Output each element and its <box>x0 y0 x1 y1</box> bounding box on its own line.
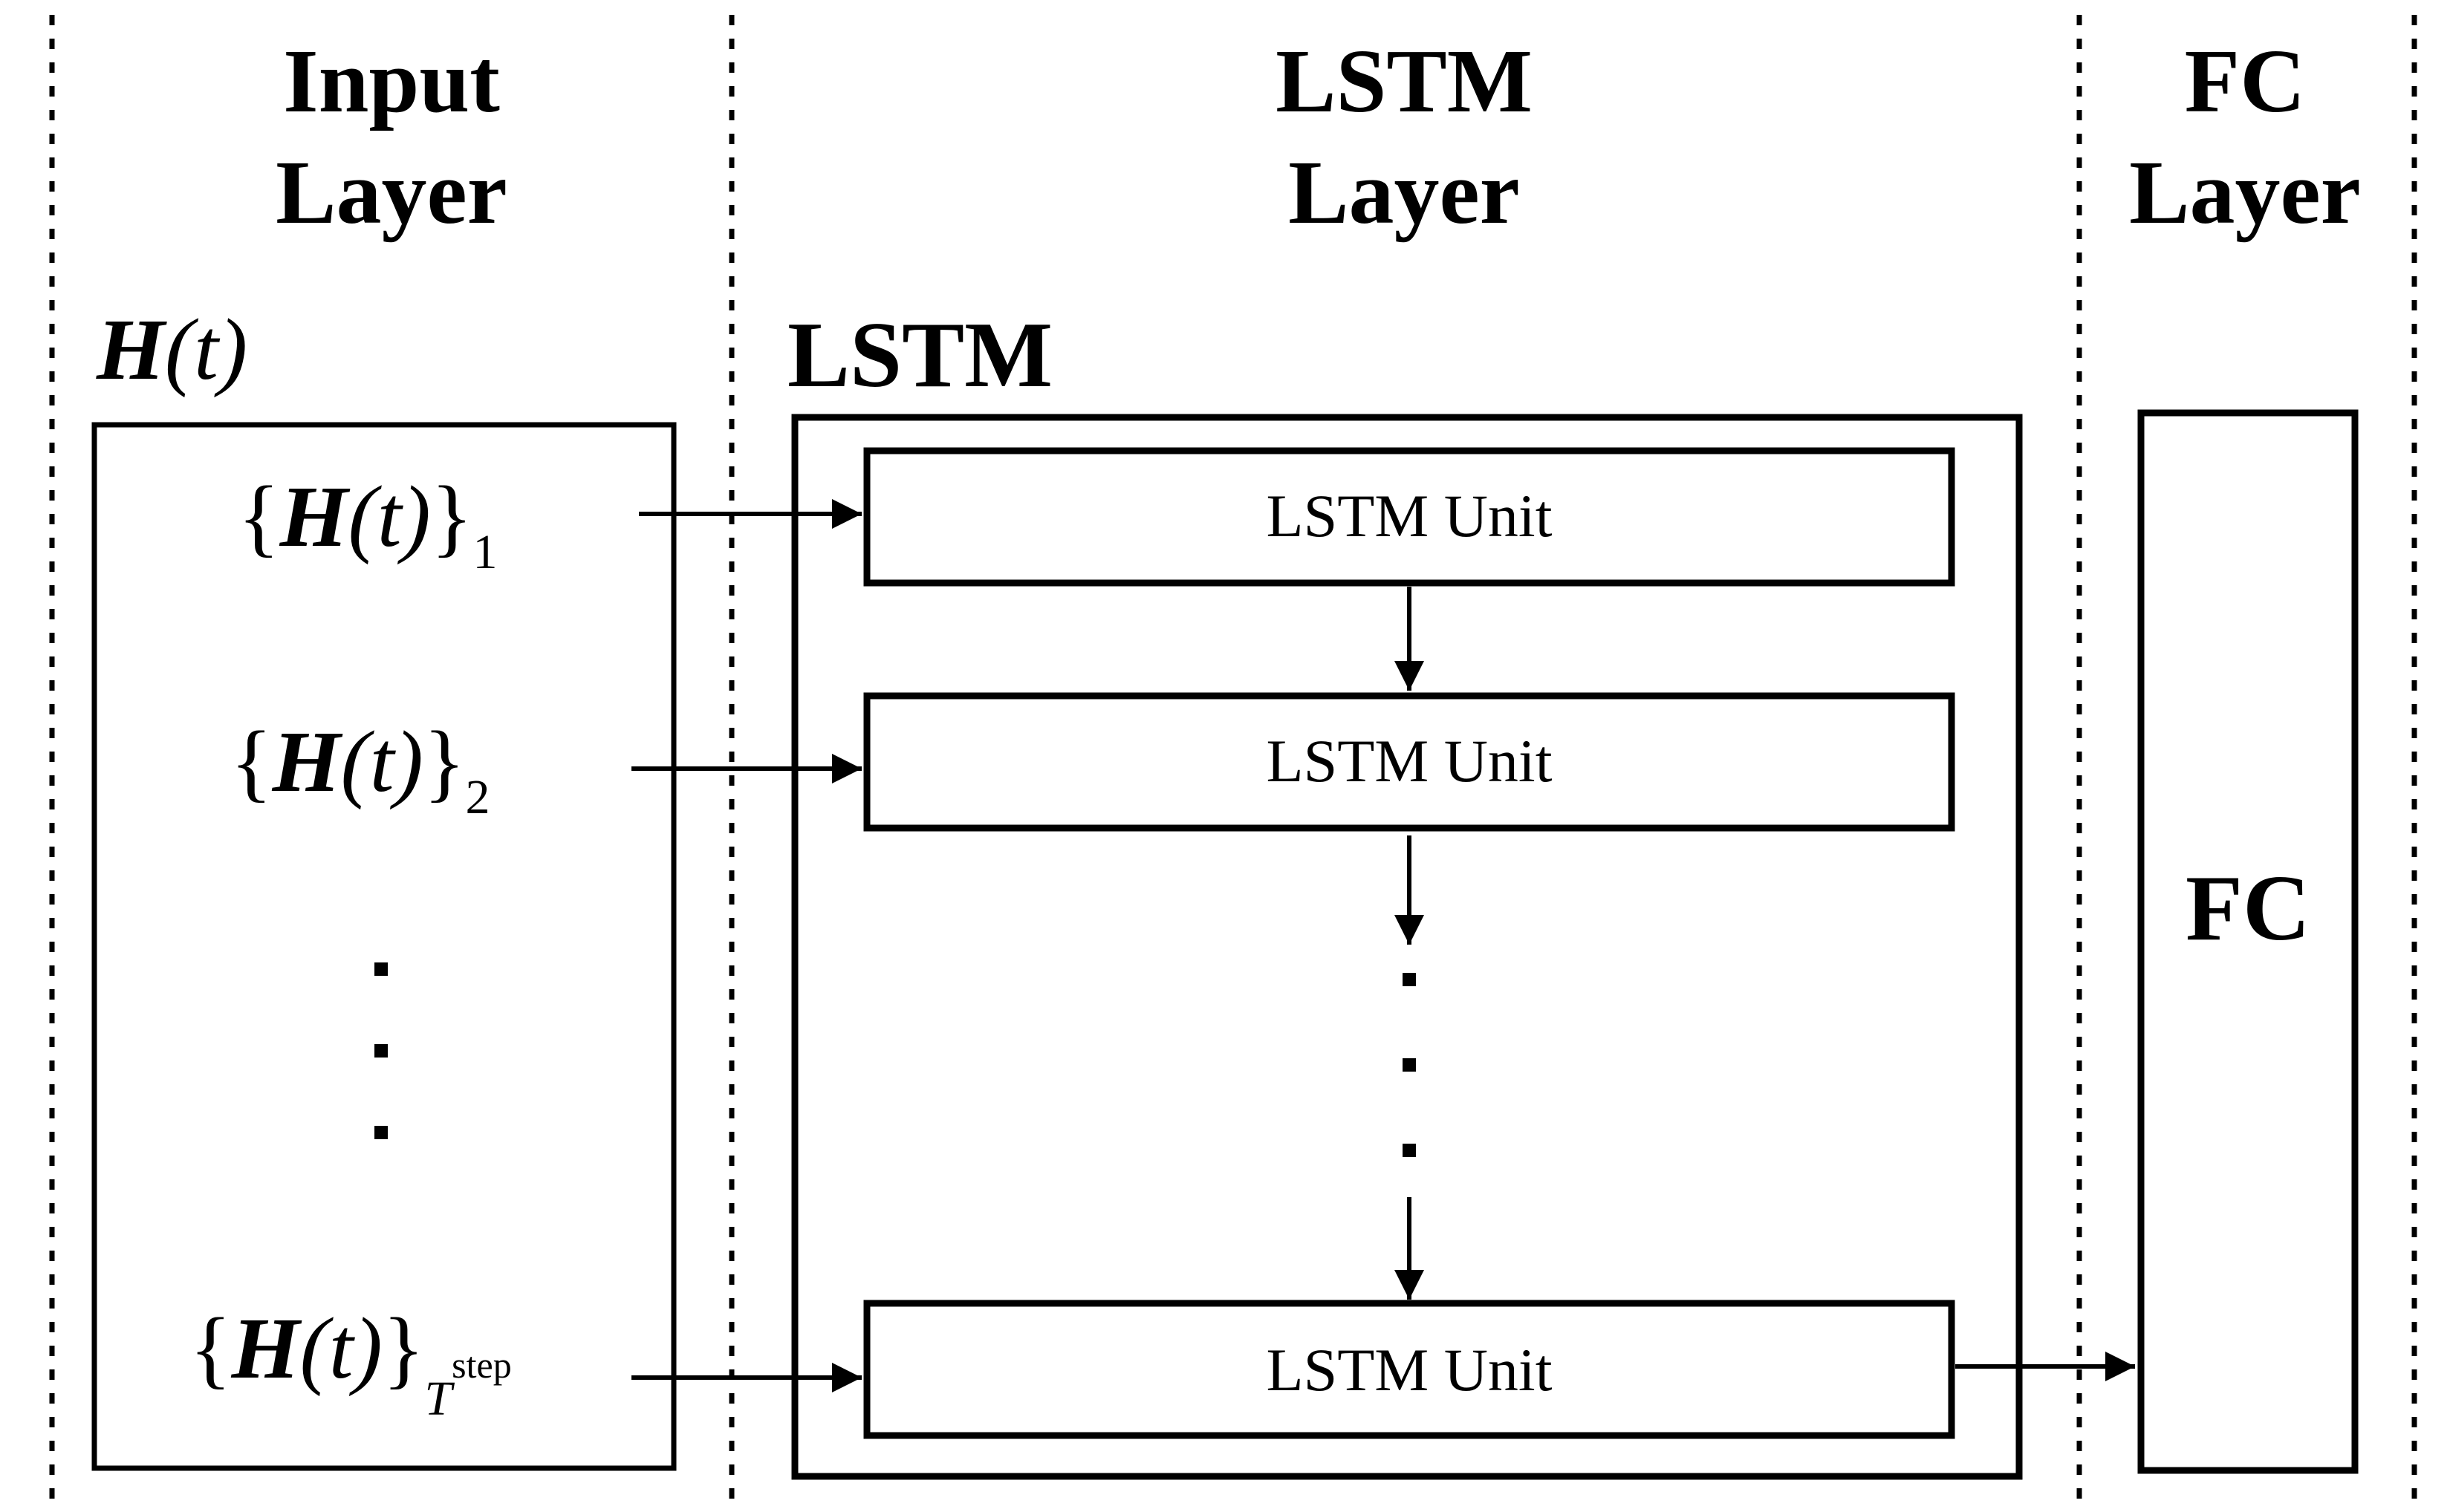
input-entry-2: {H(t)}2 <box>230 713 490 824</box>
lstm-unit-box-1 <box>863 447 1955 587</box>
lstm-ellipsis-dot-2 <box>1403 1058 1416 1072</box>
input-layer-header-line1: Input <box>283 31 500 131</box>
input-block-label: H(t) <box>96 301 247 398</box>
fc-layer-header-line2: Layer <box>2129 143 2361 243</box>
lstm-unit-box-2 <box>863 692 1955 832</box>
input-layer-header-line2: Layer <box>276 143 507 243</box>
input-entry-1: {H(t)}1 <box>238 468 497 579</box>
input-label-arg: (t) <box>165 301 247 398</box>
input-ellipsis-dot-2 <box>374 1044 388 1058</box>
lstm-block-box <box>791 414 2023 1480</box>
lstm-block-label: LSTM <box>787 304 1053 407</box>
lstm-layer-header-line1: LSTM <box>1276 31 1533 131</box>
input-entry-last: {H(t)}Tstep <box>189 1300 512 1426</box>
lstm-layer-header-line2: Layer <box>1288 143 1520 243</box>
lstm-unit-label-1: LSTM Unit <box>1267 482 1553 550</box>
fc-layer-header-line1: FC <box>2185 31 2306 131</box>
input-label-symbol: H <box>96 301 167 398</box>
input-ellipsis-dot-1 <box>374 962 388 976</box>
lstm-unit-label-3: LSTM Unit <box>1267 1336 1553 1404</box>
lstm-ellipsis-dot-1 <box>1403 973 1416 986</box>
fc-block-label: FC <box>2186 857 2310 960</box>
input-layer-box <box>91 422 677 1471</box>
fc-block-box <box>2137 409 2359 1474</box>
lstm-unit-label-2: LSTM Unit <box>1267 727 1553 795</box>
lstm-unit-box-3 <box>863 1300 1955 1439</box>
input-ellipsis-dot-3 <box>374 1126 388 1139</box>
lstm-ellipsis-dot-3 <box>1403 1144 1416 1157</box>
